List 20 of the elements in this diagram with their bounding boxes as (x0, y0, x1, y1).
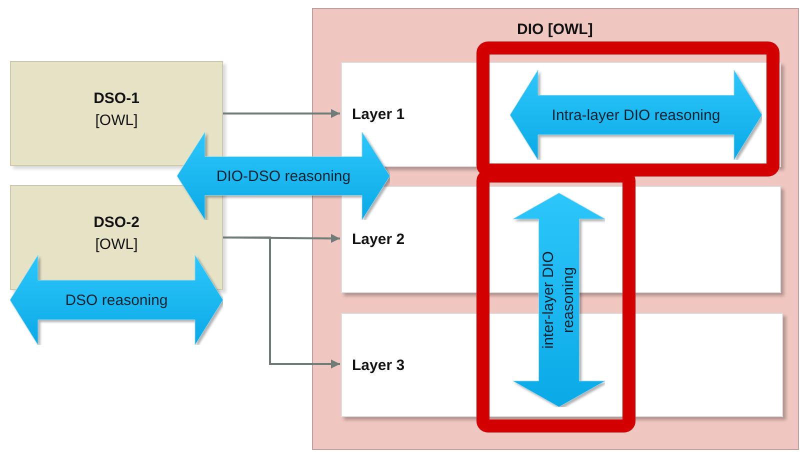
ontology-name: DSO-1 (94, 89, 140, 109)
arrow (223, 109, 340, 118)
ontology-format: [OWL] (95, 235, 138, 255)
layer-label: Layer 1 (352, 106, 405, 123)
layer-box (341, 62, 781, 167)
arrow-label: DSO reasoning (65, 292, 168, 308)
arrow-label: inter-layer DIO reasoning (539, 250, 578, 351)
container-title: DIO [OWL] (517, 21, 593, 38)
arrow-label: Intra-layer DIO reasoning (552, 106, 720, 124)
reasoning-callout (510, 70, 762, 160)
layer-label: Layer 2 (352, 231, 405, 248)
arrow (223, 236, 340, 368)
ontology-format: [OWL] (95, 111, 138, 131)
ontology-name: DSO-2 (94, 213, 140, 233)
reasoning-callout (177, 132, 390, 220)
reasoning-callout (513, 193, 605, 407)
arrow-label: DIO-DSO reasoning (216, 168, 351, 184)
reasoning-callout (10, 255, 223, 345)
layer-label: Layer 3 (352, 356, 405, 374)
ontology-box (10, 61, 223, 166)
